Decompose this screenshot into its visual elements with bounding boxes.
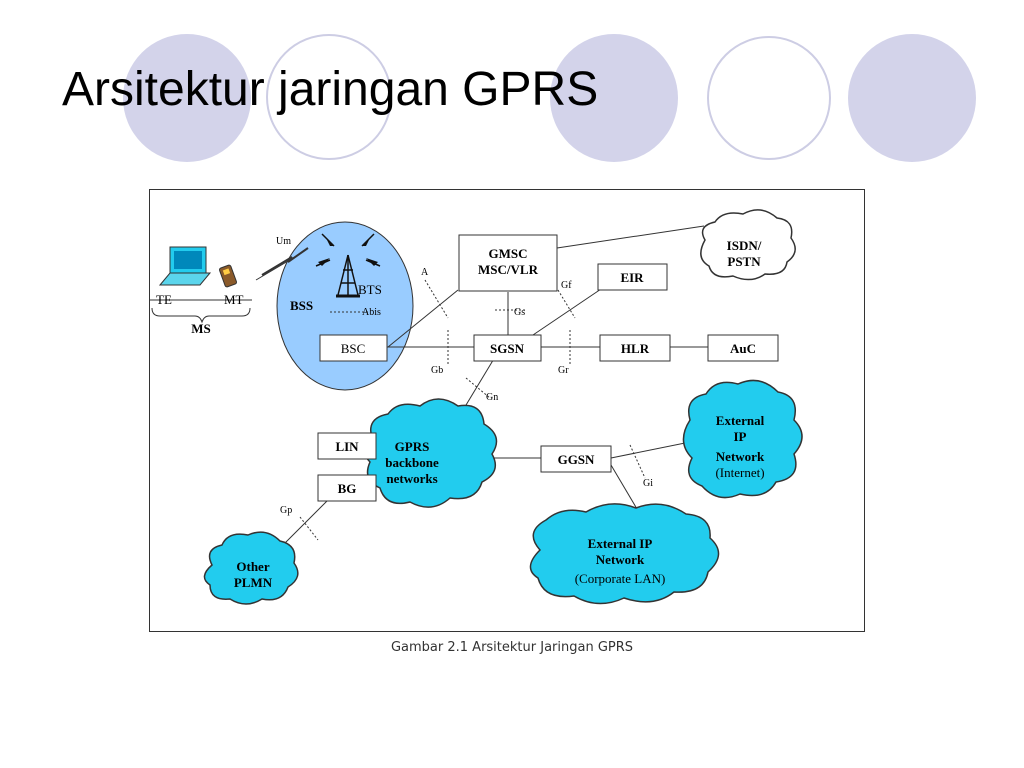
gmsc-box [458, 234, 558, 292]
iface-gp-label: Gp [280, 505, 292, 516]
sgsn-box [473, 334, 542, 362]
bts-tower-icon [315, 233, 381, 298]
gprs-label-line1: GPRS [395, 439, 430, 454]
eir-box [597, 263, 668, 291]
bts-label: BTS [358, 282, 382, 297]
interface-markers [299, 279, 646, 541]
other-plmn-cloud [203, 531, 299, 605]
ms-bracket [151, 307, 251, 324]
internet-label-line3: Network [716, 449, 765, 464]
corporate-label-line3: (Corporate LAN) [575, 571, 666, 586]
hlr-box [599, 334, 671, 362]
deco-circle-1 [123, 34, 251, 162]
isdn-label-line2: PSTN [727, 254, 761, 269]
isdn-label-line1: ISDN/ [727, 238, 762, 253]
gmsc-label-line1: GMSC [489, 246, 528, 261]
plmn-label-line1: Other [236, 559, 269, 574]
bg-box [317, 474, 377, 502]
corporate-label-line1: External IP [588, 536, 653, 551]
ggsn-label: GGSN [558, 452, 595, 467]
iface-gr-label: Gr [558, 365, 569, 376]
figure-frame [149, 189, 865, 632]
bsc-box [319, 334, 388, 362]
hlr-label: HLR [621, 341, 650, 356]
te-label: TE [156, 292, 172, 307]
external-corporate-cloud [529, 503, 720, 605]
corporate-label-line2: Network [596, 552, 645, 567]
auc-box [707, 334, 779, 362]
gprs-label-line3: networks [386, 471, 437, 486]
internet-label-line4: (Internet) [715, 465, 764, 480]
deco-circle-5 [848, 34, 976, 162]
figure-caption: Gambar 2.1 Arsitektur Jaringan GPRS [390, 640, 634, 655]
deco-circle-4 [707, 36, 831, 160]
iface-a-label: A [421, 267, 429, 278]
ggsn-box [540, 445, 612, 473]
um-lightning-icon [261, 247, 309, 276]
lin-box [317, 432, 377, 460]
isdn-pstn-cloud [700, 209, 796, 281]
mobile-phone-icon [219, 264, 237, 288]
iface-gs-label: Gs [514, 307, 525, 318]
auc-label: AuC [730, 341, 756, 356]
bsc-label: BSC [341, 341, 366, 356]
eir-label: EIR [620, 270, 644, 285]
plmn-label-line2: PLMN [234, 575, 273, 590]
slide-title: Arsitektur jaringan GPRS [62, 63, 599, 116]
mt-label: MT [224, 292, 244, 307]
ms-label: MS [191, 321, 211, 336]
iface-gf-label: Gf [561, 280, 572, 291]
sgsn-label: SGSN [490, 341, 525, 356]
gmsc-label-line2: MSC/VLR [478, 262, 539, 277]
internet-label-line1: External [716, 413, 765, 428]
lin-label: LIN [335, 439, 359, 454]
iface-gn-label: Gn [486, 392, 498, 403]
iface-gb-label: Gb [431, 365, 443, 376]
iface-gi-label: Gi [643, 478, 653, 489]
bss-label: BSS [290, 298, 313, 313]
bg-label: BG [338, 481, 357, 496]
um-label: Um [276, 236, 291, 247]
laptop-icon [158, 246, 212, 286]
deco-circle-2 [266, 34, 392, 160]
gprs-backbone-cloud [363, 398, 498, 508]
abis-label: Abis [362, 307, 381, 318]
internet-label-line2: IP [734, 429, 747, 444]
gprs-label-line2: backbone [385, 455, 439, 470]
deco-circle-3 [550, 34, 678, 162]
connection-lines [150, 225, 708, 549]
external-internet-cloud [682, 379, 803, 499]
